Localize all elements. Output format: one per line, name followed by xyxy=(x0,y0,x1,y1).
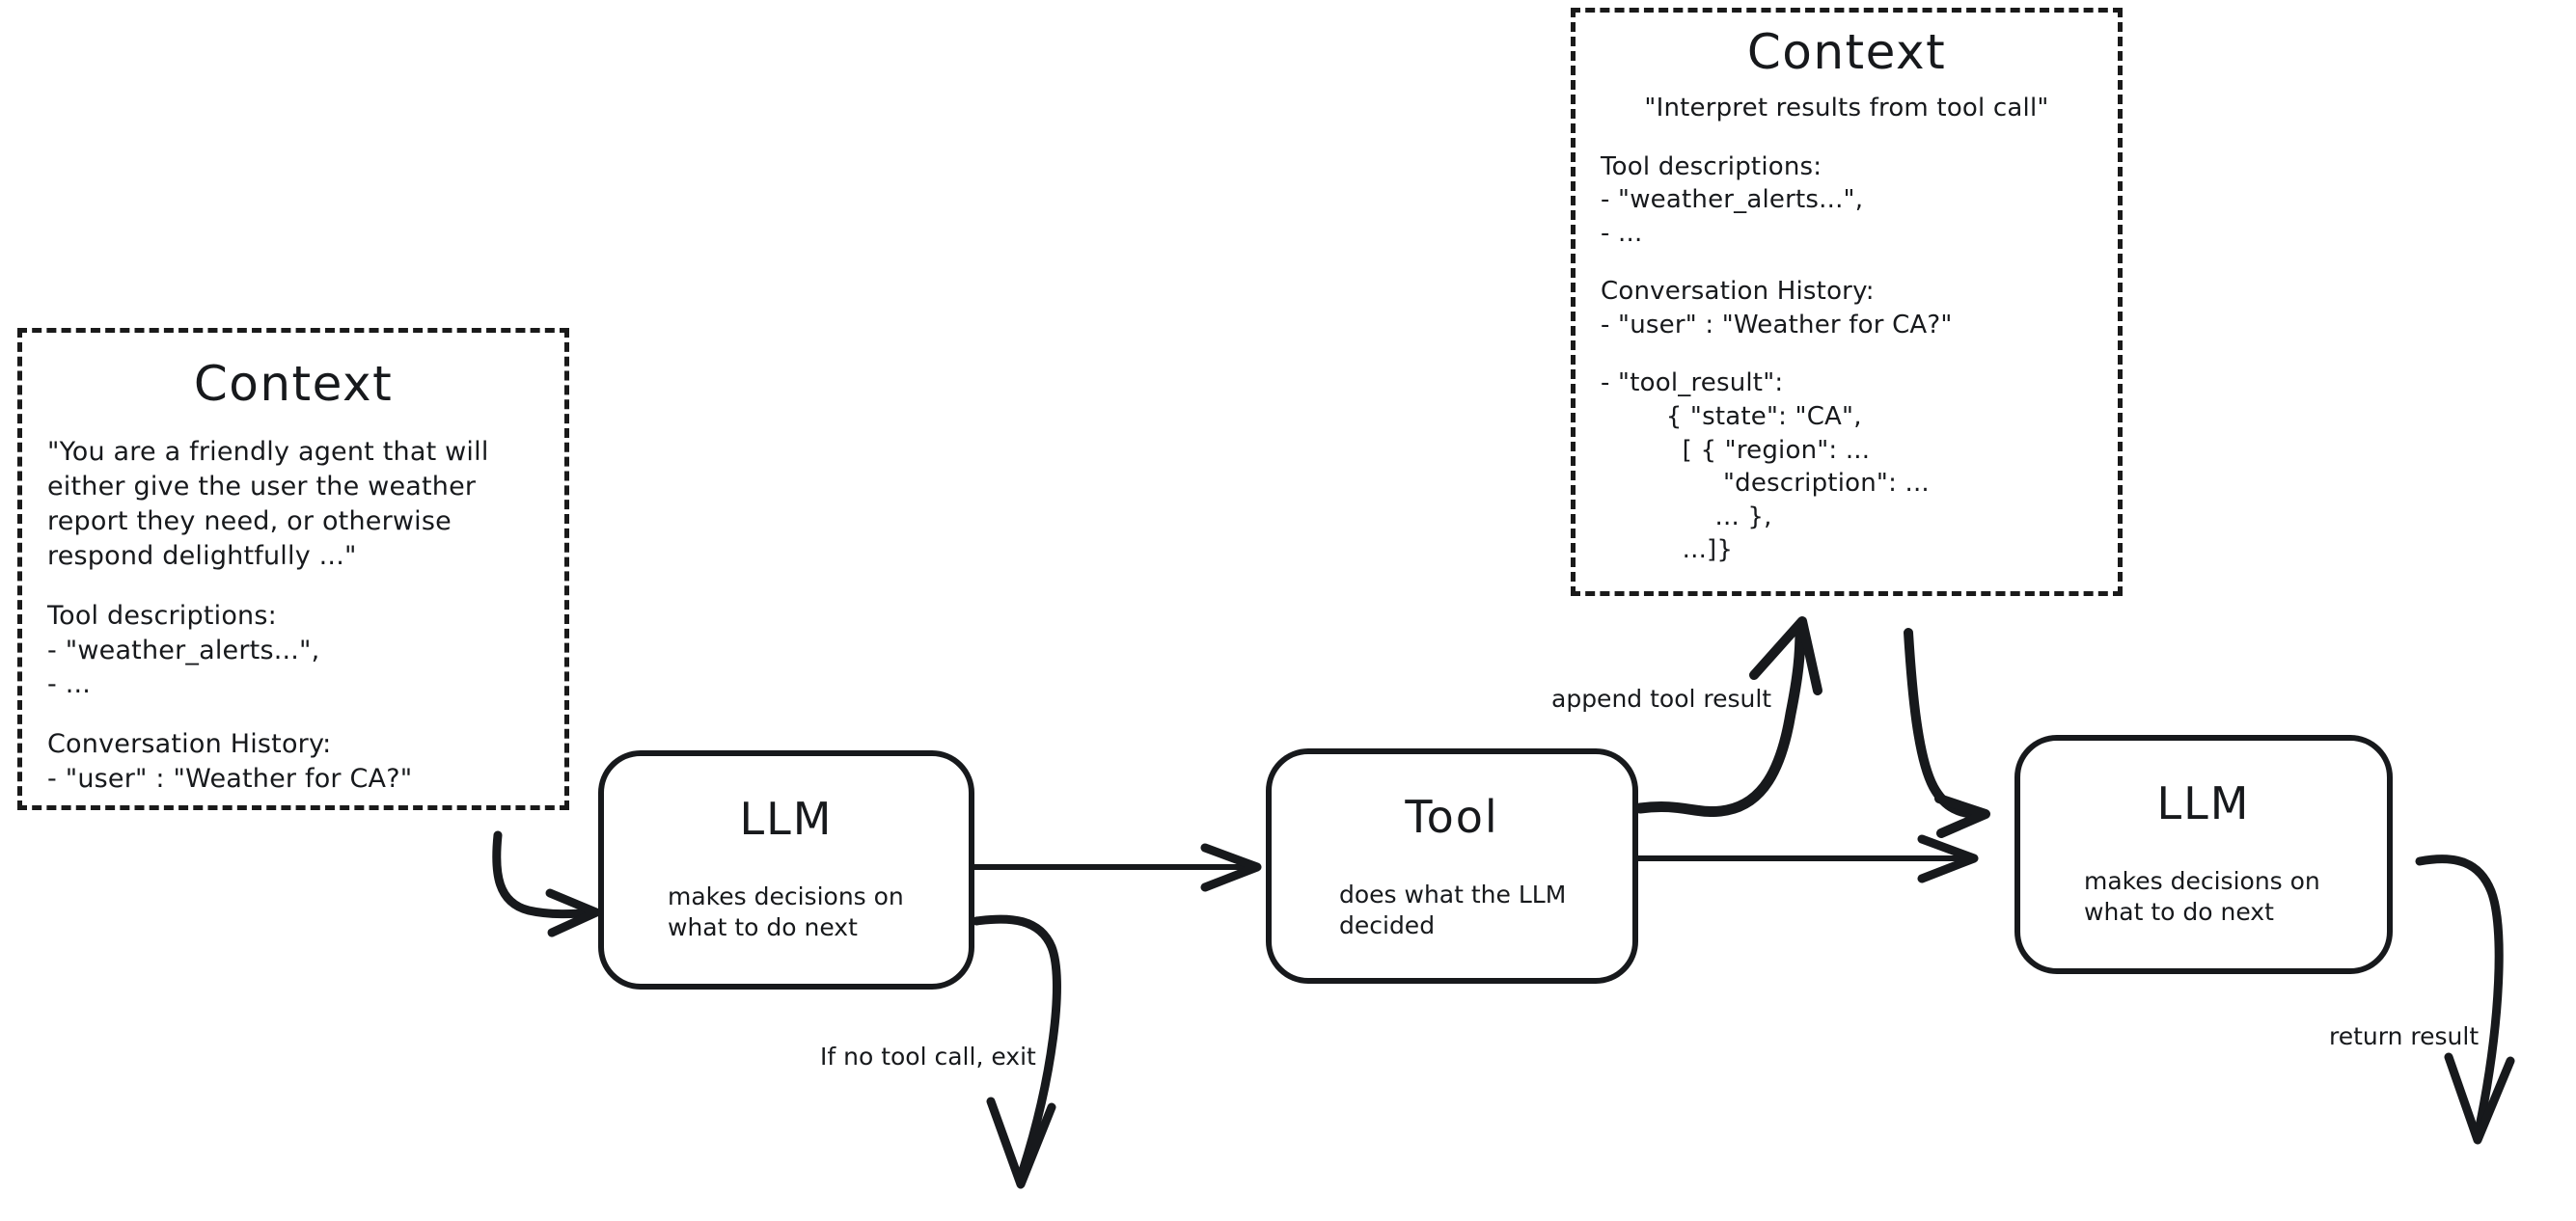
edge-label-if-no-tool-call-exit: If no tool call, exit xyxy=(820,1043,1036,1071)
context-right-tool-result: - "tool_result": { "state": "CA", [ { "r… xyxy=(1601,368,1930,565)
arrow-tool-append-head xyxy=(1749,616,1822,695)
node-llm-second-subtitle: makes decisions on what to do next xyxy=(2084,867,2320,926)
node-llm-first[interactable]: LLM makes decisions on what to do next xyxy=(598,750,974,990)
context-right-conversation-history: Conversation History: - "user" : "Weathe… xyxy=(1601,277,1953,339)
context-left-tool-descriptions: Tool descriptions: - "weather_alerts..."… xyxy=(47,600,320,700)
node-llm-second-title: LLM xyxy=(2156,777,2251,829)
node-tool[interactable]: Tool does what the LLM decided xyxy=(1266,748,1638,984)
arrow-tool-append xyxy=(1634,623,1806,818)
arrow-context-to-llm1 xyxy=(492,830,599,919)
arrow-llm2-return-head xyxy=(2444,1052,2515,1145)
context-right-instruction: "Interpret results from tool call" xyxy=(1644,94,2049,122)
context-left-title: Context xyxy=(193,356,394,412)
edge-label-append-tool-result: append tool result xyxy=(1551,685,1772,713)
context-box-left: Context "You are a friendly agent that w… xyxy=(17,328,569,810)
context-box-right: Context "Interpret results from tool cal… xyxy=(1571,8,2123,596)
arrow-tool-to-llm2-head xyxy=(1917,834,1979,883)
edge-label-return-result: return result xyxy=(2329,1022,2480,1050)
node-llm-second[interactable]: LLM makes decisions on what to do next xyxy=(2014,735,2393,974)
context-left-system-prompt: "You are a friendly agent that will eith… xyxy=(47,437,489,571)
node-llm-first-subtitle: makes decisions on what to do next xyxy=(668,882,904,941)
arrow-context-to-llm2 xyxy=(1904,628,1985,819)
context-left-conversation-history: Conversation History: - "user" : "Weathe… xyxy=(47,729,413,795)
arrow-llm1-to-tool-head xyxy=(1200,843,1262,892)
context-right-title: Context xyxy=(1746,24,1947,80)
node-tool-subtitle: does what the LLM decided xyxy=(1339,881,1567,939)
context-right-tool-descriptions: Tool descriptions: - "weather_alerts..."… xyxy=(1601,151,1864,248)
arrow-context-to-llm2-head xyxy=(1934,794,1990,838)
node-llm-first-title: LLM xyxy=(739,793,834,845)
arrow-llm1-exit-head xyxy=(986,1097,1056,1189)
arrow-llm2-return xyxy=(2415,855,2504,1131)
node-tool-title: Tool xyxy=(1405,791,1499,843)
arrow-context-to-llm1-head xyxy=(545,888,601,937)
